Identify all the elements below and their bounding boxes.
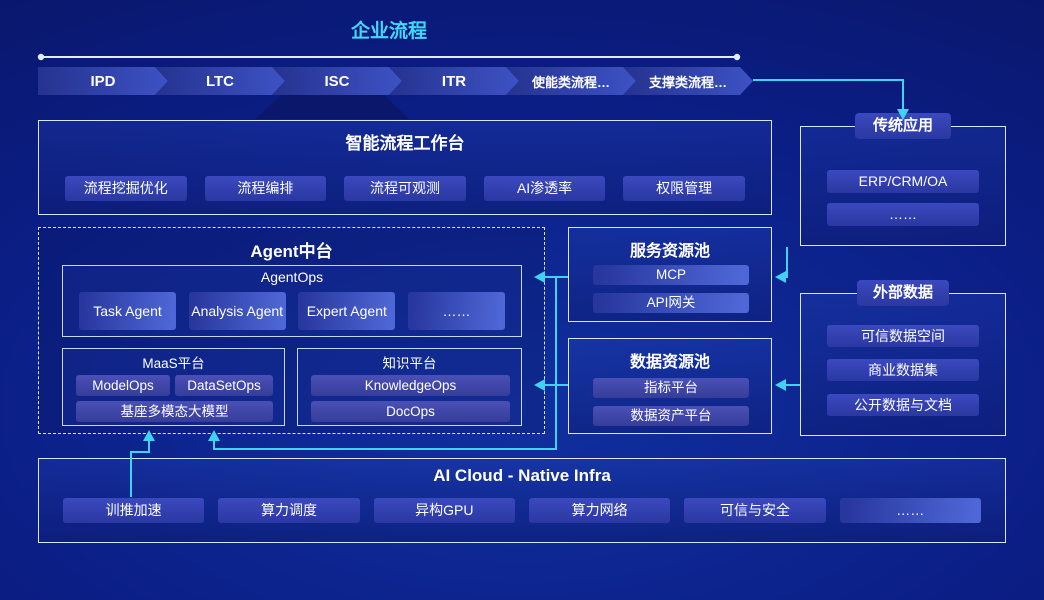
workbench-chip: 流程编排 <box>204 176 327 201</box>
maas-box: MaaS平台 ModelOps DataSetOps 基座多模态大模型 <box>62 348 285 426</box>
external-chip: 商业数据集 <box>827 359 979 381</box>
knowledge-title: 知识平台 <box>382 356 437 371</box>
legacy-apps-header: 传统应用 <box>855 113 951 139</box>
maas-chip: ModelOps <box>76 375 170 396</box>
service-pool-chip: MCP <box>593 265 749 285</box>
infra-chip: 算力调度 <box>218 498 360 523</box>
agent-chip: Expert Agent <box>298 292 396 330</box>
agent-chip: Task Agent <box>79 292 176 330</box>
infra-chip: 可信与安全 <box>684 498 826 523</box>
stage-ipd: IPD <box>38 67 168 95</box>
flow-line-dot-left <box>37 53 45 61</box>
agentops-title: AgentOps <box>260 269 324 285</box>
infra-chip: 算力网络 <box>528 498 671 523</box>
workbench-chip: 流程挖掘优化 <box>65 176 187 201</box>
knowledge-chip: DocOps <box>311 401 510 422</box>
workbench-chip: AI渗透率 <box>483 176 606 201</box>
external-chip: 可信数据空间 <box>827 325 979 347</box>
agent-hub-title: Agent中台 <box>250 242 333 261</box>
knowledge-box: 知识平台 KnowledgeOps DocOps <box>297 348 522 426</box>
agentops-box: AgentOps Task Agent Analysis Agent Exper… <box>62 265 522 337</box>
stage-enabling: 使能类流程… <box>506 67 636 95</box>
workbench-box: 智能流程工作台 流程挖掘优化 流程编排 流程可观测 AI渗透率 权限管理 <box>38 120 772 215</box>
stage-itr: ITR <box>389 67 519 95</box>
flow-line-dot-right <box>733 53 741 61</box>
flow-stage-row: IPD LTC ISC ITR 使能类流程… 支撑类流程… <box>38 67 753 95</box>
legacy-chip: …… <box>827 203 979 226</box>
service-pool-chip: API网关 <box>593 293 749 313</box>
infra-chip: 训推加速 <box>63 498 205 523</box>
infra-chip: 异构GPU <box>373 498 515 523</box>
agent-chip: …… <box>407 292 505 330</box>
base-model-chip: 基座多模态大模型 <box>76 401 273 422</box>
service-pool-box: 服务资源池 MCP API网关 <box>568 227 772 322</box>
external-chip: 公开数据与文档 <box>827 394 979 416</box>
stage-isc: ISC <box>272 67 402 95</box>
workbench-chip: 权限管理 <box>623 176 745 201</box>
data-pool-title: 数据资源池 <box>629 354 710 371</box>
external-data-header: 外部数据 <box>857 280 949 306</box>
workbench-chip: 流程可观测 <box>344 176 466 201</box>
workbench-title: 智能流程工作台 <box>345 134 465 153</box>
infra-chip: …… <box>839 498 981 523</box>
knowledge-chip: KnowledgeOps <box>311 375 510 396</box>
enterprise-flow-title: 企业流程 <box>350 21 427 42</box>
maas-title: MaaS平台 <box>142 356 205 371</box>
data-pool-chip: 数据资产平台 <box>593 406 749 426</box>
legacy-chip: ERP/CRM/OA <box>827 170 979 193</box>
data-pool-box: 数据资源池 指标平台 数据资产平台 <box>568 338 772 434</box>
stage-supporting: 支撑类流程… <box>623 67 753 95</box>
maas-chip: DataSetOps <box>175 375 273 396</box>
infra-box: AI Cloud - Native Infra 训推加速 算力调度 异构GPU … <box>38 458 1006 543</box>
service-pool-title: 服务资源池 <box>629 243 710 260</box>
data-pool-chip: 指标平台 <box>593 378 749 398</box>
agent-chip: Analysis Agent <box>188 292 286 330</box>
infra-title: AI Cloud - Native Infra <box>433 466 611 485</box>
stage-ltc: LTC <box>155 67 285 95</box>
